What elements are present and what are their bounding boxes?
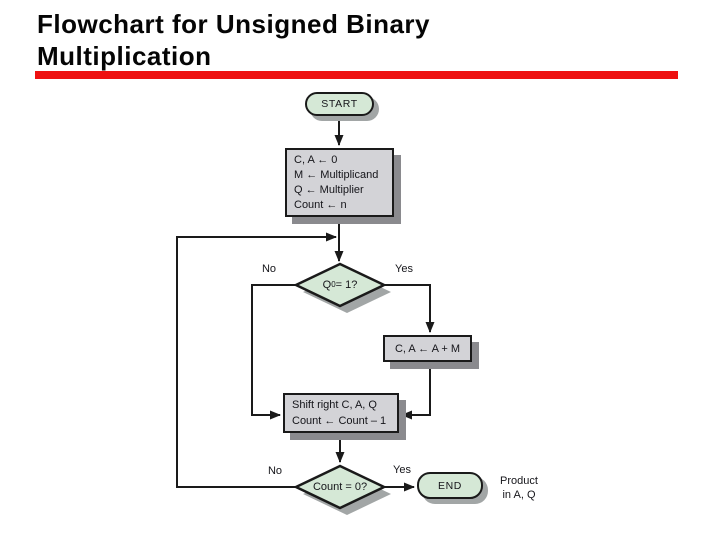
q0-yes-label: Yes <box>395 263 413 275</box>
q0-subscript: 0 <box>331 280 336 289</box>
add-box-label: C, A ← A + M <box>394 342 461 355</box>
count-no-label: No <box>267 465 283 477</box>
shift-line-1: Shift right C, A, Q <box>292 399 377 411</box>
start-label: START <box>321 98 358 110</box>
shift-process-box: Shift right C, A, Q Count ← Count – 1 <box>283 393 399 433</box>
init-process-box: C, A ← 0 M ← Multiplicand Q ← Multiplier… <box>285 148 394 217</box>
count-decision-label: Count = 0? <box>312 481 368 493</box>
count-yes-label: Yes <box>393 464 411 476</box>
q0-var: Q <box>322 279 332 291</box>
init-line-1: C, A ← 0 <box>294 153 338 166</box>
shift-line-2: Count ← Count – 1 <box>292 415 387 427</box>
add-process-box: C, A ← A + M <box>383 335 472 362</box>
end-note-line-2: in A, Q <box>502 489 536 501</box>
connector-q0-no-to-shift <box>251 284 296 420</box>
title-line-2: Multiplication <box>37 41 212 71</box>
title-underline-rule <box>35 71 678 79</box>
title-line-1: Flowchart for Unsigned Binary <box>37 9 430 39</box>
connector-add-to-shift <box>401 362 431 420</box>
init-line-3: Q ← Multiplier <box>294 183 364 196</box>
init-line-4: Count ← n <box>294 198 347 211</box>
end-note-line-1: Product <box>500 475 538 487</box>
connector-count-no-loop <box>176 232 337 488</box>
init-line-2: M ← Multiplicand <box>294 168 379 181</box>
q0-decision-diamond <box>293 262 387 308</box>
end-result-note: Product in A, Q <box>490 474 548 502</box>
connector-q0-yes-to-add <box>384 284 435 333</box>
page-title: Flowchart for Unsigned Binary Multiplica… <box>37 8 430 72</box>
start-terminal: START <box>305 92 374 116</box>
end-terminal: END <box>417 472 483 499</box>
q0-condition: = 1? <box>335 279 358 291</box>
q0-no-label: No <box>261 263 277 275</box>
count-decision-diamond <box>293 464 387 510</box>
end-label: END <box>438 479 462 492</box>
